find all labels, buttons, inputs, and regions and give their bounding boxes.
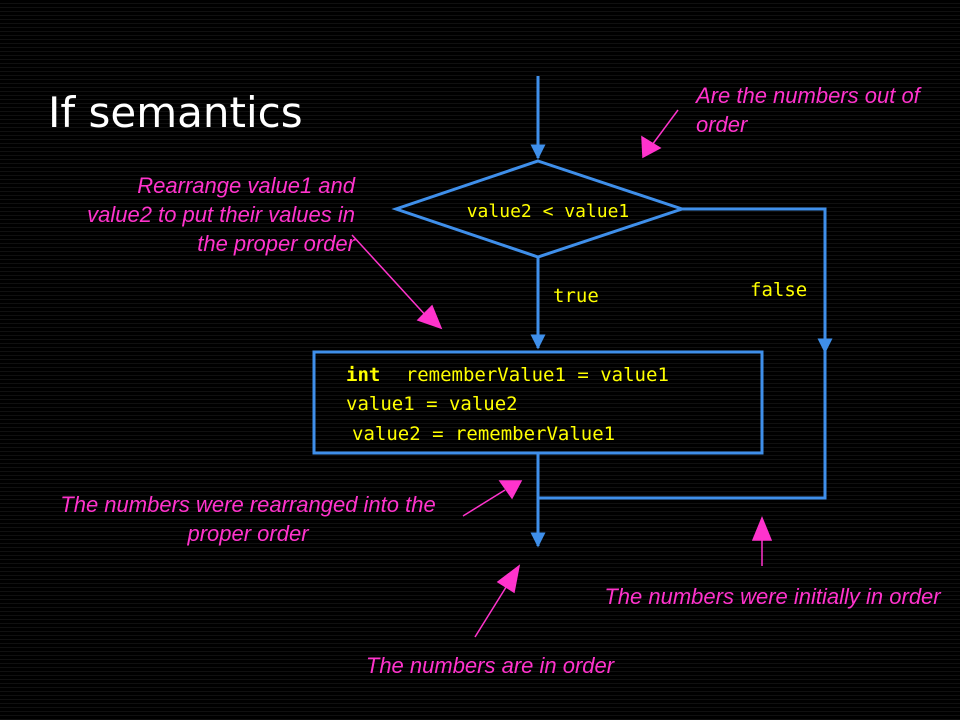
page-title: If semantics — [48, 88, 303, 137]
false-branch-line — [682, 207, 833, 354]
note-in-order: The numbers are in order — [365, 653, 615, 678]
condition-text: value2 < value1 — [467, 201, 630, 222]
note-rearrange: Rearrange value1 and value2 to put their… — [87, 173, 355, 256]
note-initially-in-order: The numbers were initially in order — [604, 584, 941, 609]
pointer-rearrange — [351, 234, 429, 319]
pointer-out-of-order-head — [641, 135, 662, 159]
pointer-rearrange-head — [416, 304, 443, 330]
note-out-of-order: Are the numbers out of order — [696, 83, 920, 137]
code-line-1-rest: rememberValue1 = value1 — [405, 364, 669, 386]
false-label: false — [750, 279, 807, 301]
pointer-rearranged — [462, 489, 506, 517]
code-line-1: int rememberValue1 = value1 — [346, 364, 669, 386]
code-line-3: value2 = rememberValue1 — [352, 423, 616, 445]
note-rearranged: The numbers were rearranged into the pro… — [60, 492, 436, 546]
int-keyword: int — [346, 364, 381, 386]
false-branch-return — [538, 352, 827, 500]
pointer-rearranged-head — [498, 480, 523, 500]
true-label: true — [553, 285, 599, 307]
pointer-initially-head — [751, 516, 773, 541]
pointer-out-of-order — [651, 109, 679, 146]
pointer-in-order — [474, 583, 509, 638]
code-line-2: value1 = value2 — [346, 393, 518, 415]
pointer-in-order-head — [496, 564, 521, 594]
